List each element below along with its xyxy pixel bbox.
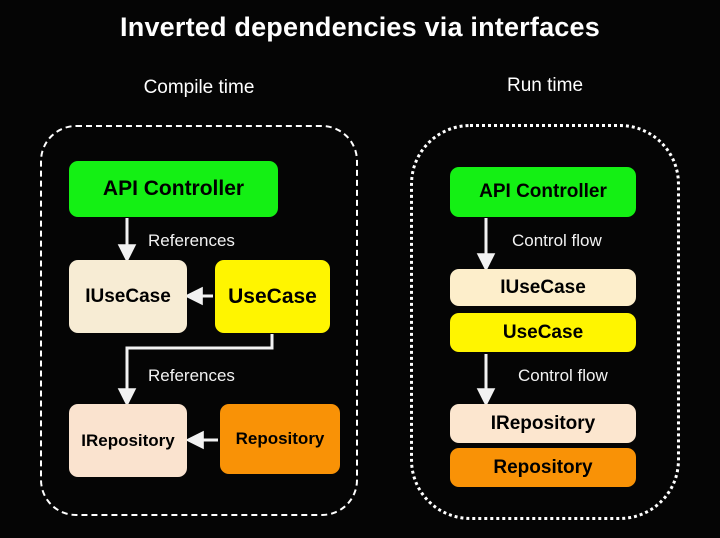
node-usecase-runtime[interactable]: UseCase — [450, 313, 636, 352]
edge-label-references-2: References — [148, 366, 235, 385]
node-usecase-compile[interactable]: UseCase — [215, 260, 330, 333]
page-title: Inverted dependencies via interfaces — [120, 12, 600, 42]
node-irepository-compile[interactable]: IRepository — [69, 404, 187, 477]
node-repository-runtime[interactable]: Repository — [450, 448, 636, 487]
caption-run-time: Run time — [506, 75, 584, 96]
node-iusecase-runtime[interactable]: IUseCase — [450, 269, 636, 306]
node-api-controller-compile[interactable]: API Controller — [69, 161, 278, 217]
node-irepository-runtime[interactable]: IRepository — [450, 404, 636, 443]
node-api-controller-runtime[interactable]: API Controller — [450, 167, 636, 217]
panel-compile-time — [40, 125, 358, 516]
edge-label-control-flow-1: Control flow — [512, 231, 602, 250]
edge-label-control-flow-2: Control flow — [518, 366, 608, 385]
node-iusecase-compile[interactable]: IUseCase — [69, 260, 187, 333]
node-repository-compile[interactable]: Repository — [220, 404, 340, 474]
panel-run-time — [410, 124, 680, 520]
caption-compile-time: Compile time — [143, 77, 255, 98]
edge-label-references-1: References — [148, 231, 235, 250]
